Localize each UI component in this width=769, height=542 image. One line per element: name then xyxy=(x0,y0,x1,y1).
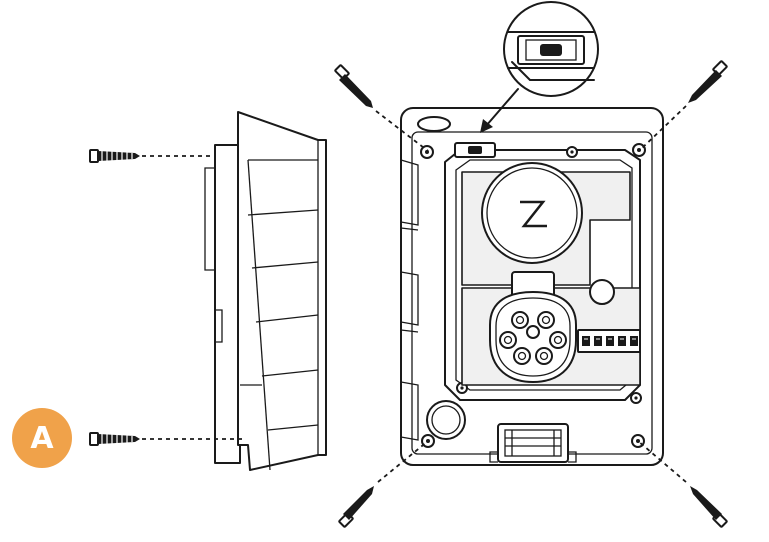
corner-screw-top-right xyxy=(632,143,646,157)
corner-screw-top-left xyxy=(420,145,434,159)
spirit-level-icon xyxy=(454,142,496,158)
screw-bottom-left-front xyxy=(338,440,429,528)
terminal-block xyxy=(577,329,641,353)
type2-socket-icon xyxy=(489,271,577,383)
step-badge: A xyxy=(12,408,72,468)
side-view-charger xyxy=(204,111,327,471)
bottom-latch xyxy=(489,423,577,463)
screw-bottom-left-side xyxy=(89,432,245,446)
corner-screw-bottom-left xyxy=(421,434,435,448)
cable-gland xyxy=(426,400,466,440)
screw-bottom-right-front xyxy=(637,440,728,528)
screw-top-left-front xyxy=(334,64,429,152)
spirit-level-magnifier xyxy=(480,1,599,133)
frame-bolt-top xyxy=(566,146,578,158)
z-logo-icon xyxy=(520,200,547,228)
front-view-charger xyxy=(400,107,664,466)
step-label: A xyxy=(30,420,54,456)
screw-top-right-front xyxy=(639,60,728,151)
screw-top-left-side xyxy=(89,149,212,163)
frame-bolt-right xyxy=(630,392,642,404)
